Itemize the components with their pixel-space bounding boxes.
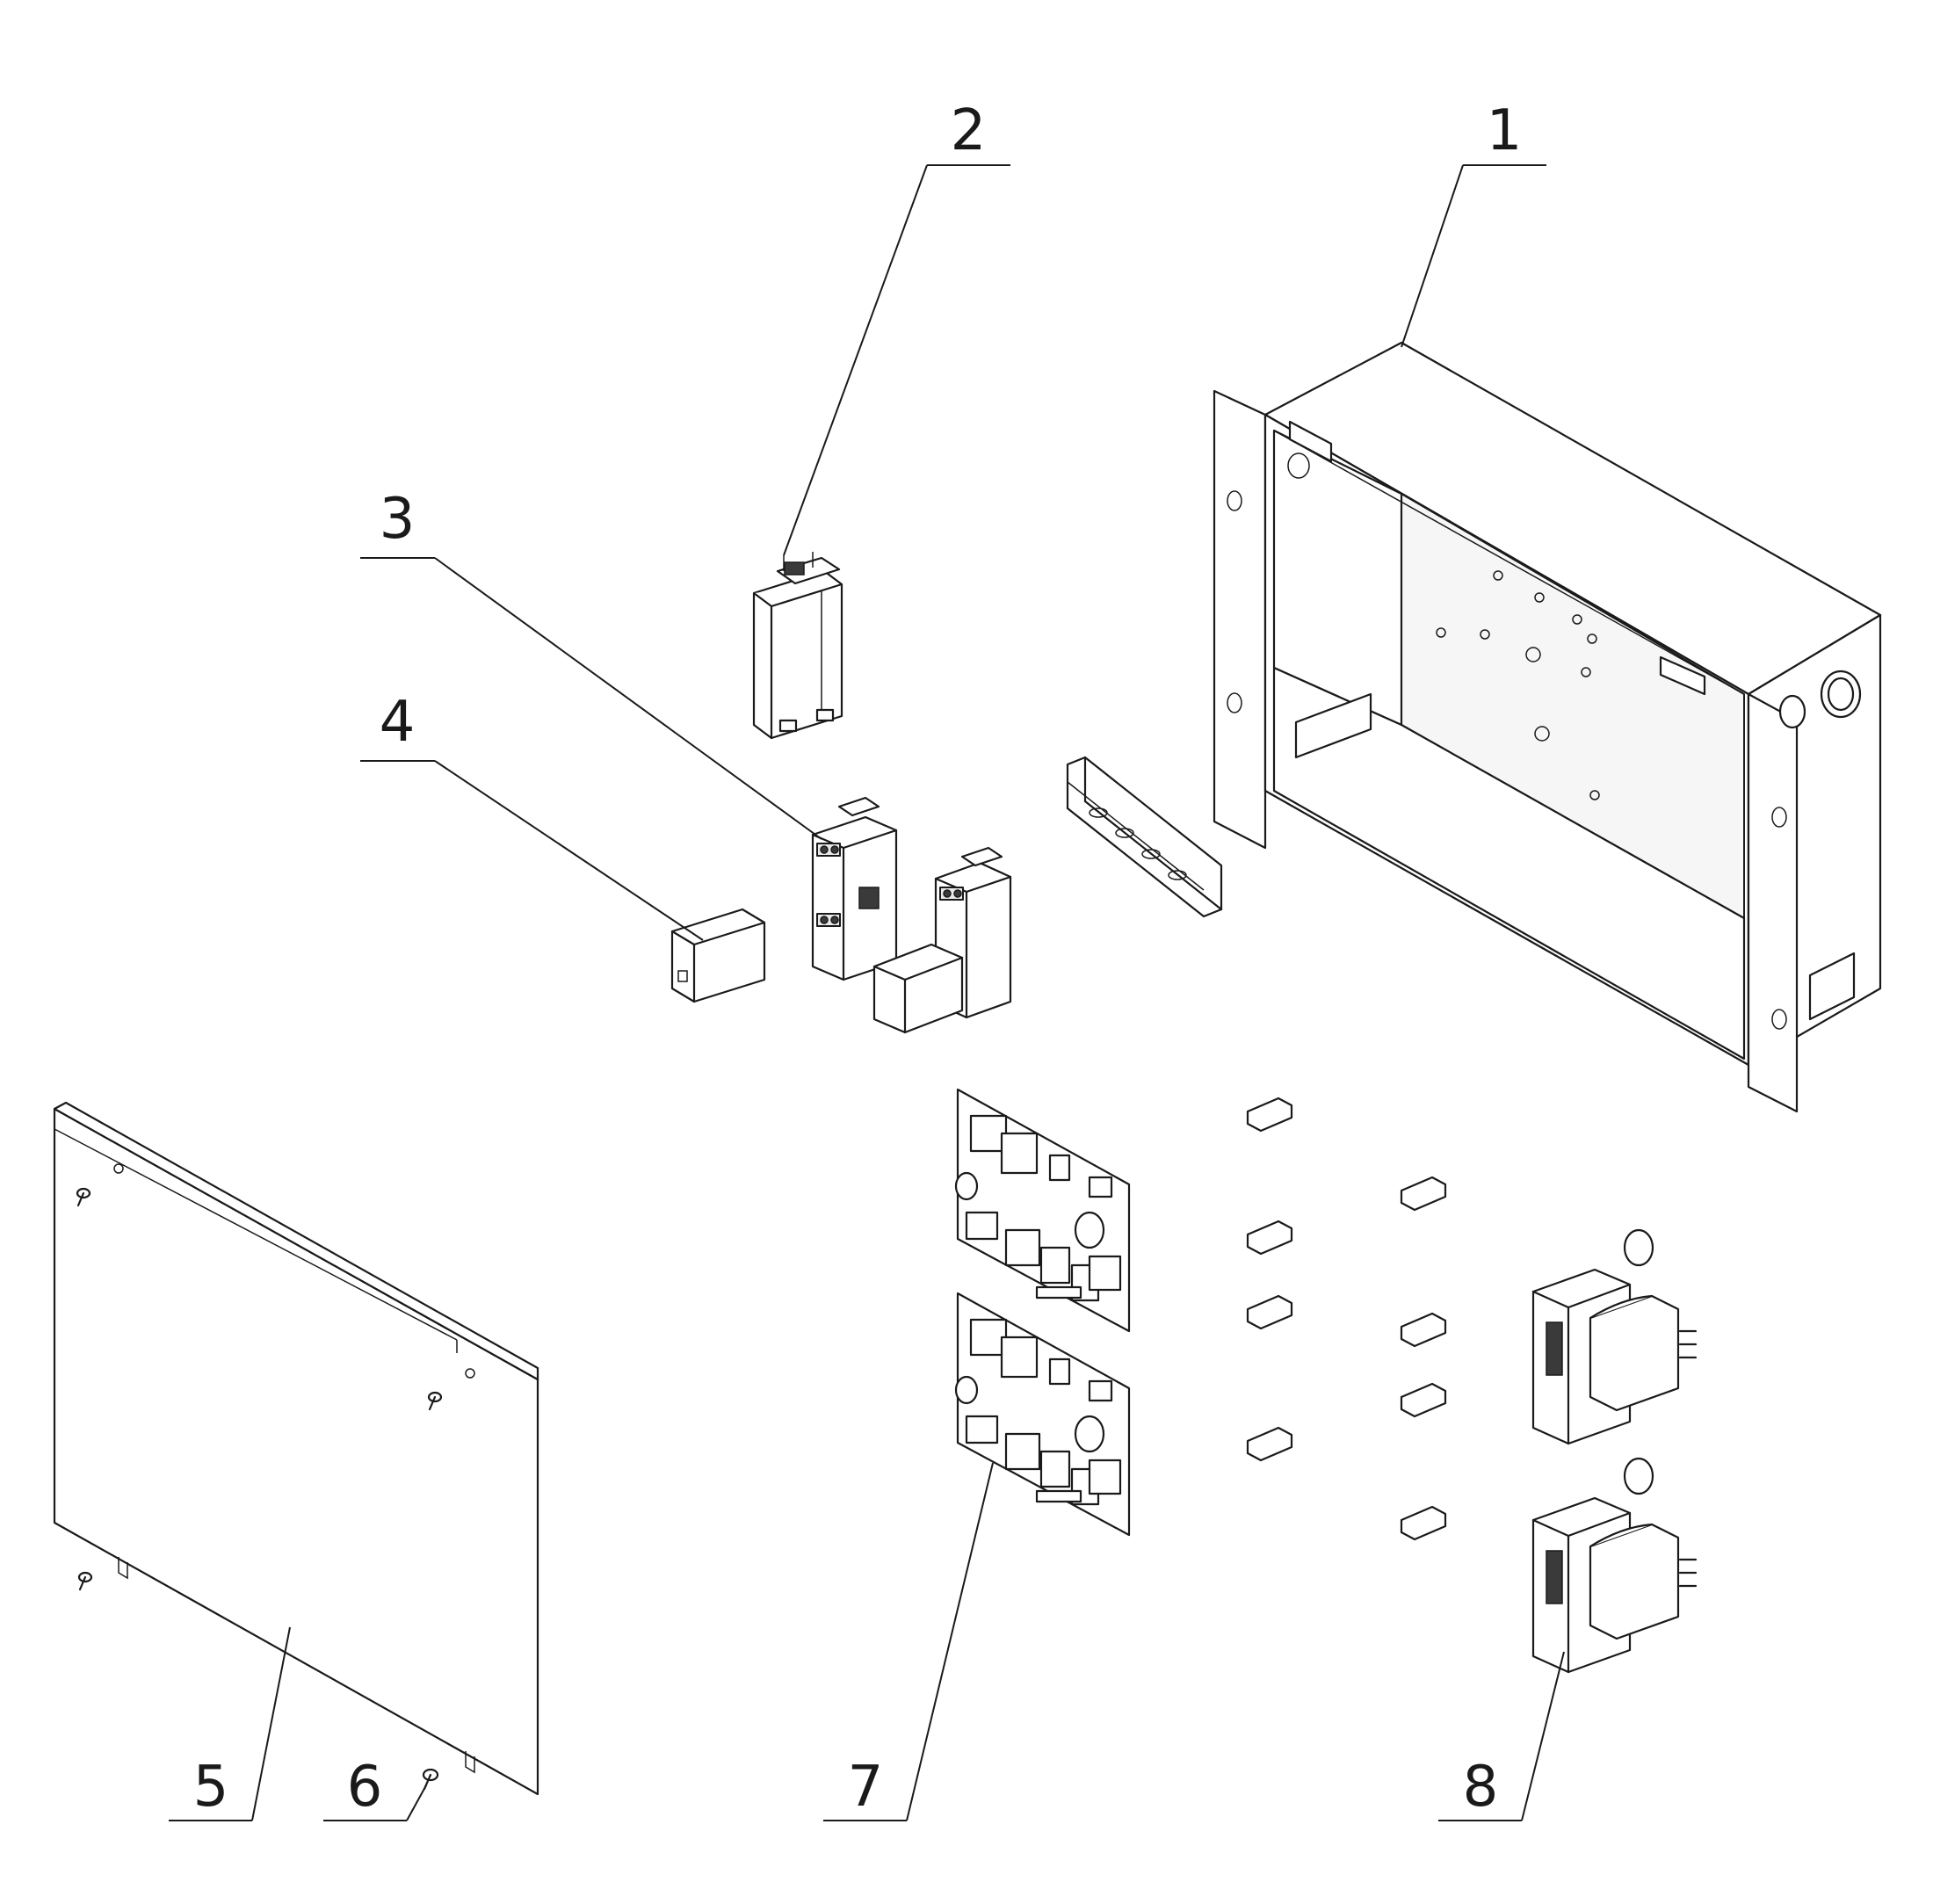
callout-8: 8 xyxy=(1463,1755,1499,1820)
callout-labels: 1 2 3 4 5 6 7 8 xyxy=(193,98,1523,1820)
capacitor-module xyxy=(752,552,843,740)
relay-cube xyxy=(670,908,766,1003)
circuit-board-lower xyxy=(954,1292,1131,1537)
enclosure-box xyxy=(1213,341,1882,1113)
callout-4: 4 xyxy=(380,690,416,755)
callout-7: 7 xyxy=(848,1755,884,1820)
connector-clips xyxy=(1246,1097,1447,1541)
callout-6: 6 xyxy=(347,1755,383,1820)
leader-lines xyxy=(169,164,1565,1821)
circuit-board-upper xyxy=(954,1088,1131,1333)
panel-screws xyxy=(76,1187,443,1591)
din-rail-relay xyxy=(811,796,898,981)
transformer-lower xyxy=(1531,1457,1698,1674)
callout-2: 2 xyxy=(951,98,987,163)
callout-3: 3 xyxy=(380,487,416,552)
callout-1: 1 xyxy=(1487,98,1523,163)
callout-5: 5 xyxy=(193,1755,229,1820)
transformer-upper xyxy=(1531,1228,1698,1445)
din-rail xyxy=(1066,756,1223,918)
cover-panel xyxy=(53,1101,539,1796)
din-relay-with-cube xyxy=(872,846,1012,1034)
